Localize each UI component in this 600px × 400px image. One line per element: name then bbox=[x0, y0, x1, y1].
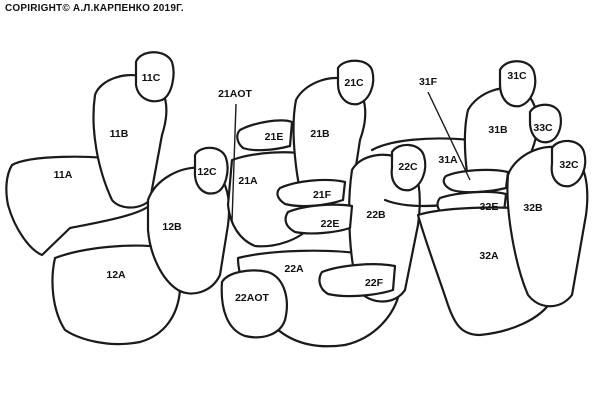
seat-21-headrest bbox=[336, 59, 375, 106]
label-22F: 22F bbox=[365, 277, 384, 289]
seat-31-armrest-a bbox=[442, 168, 510, 194]
seat-11-headrest bbox=[134, 51, 175, 103]
label-21F: 21F bbox=[313, 189, 332, 201]
seat-32-headrest bbox=[550, 139, 587, 188]
label-12B: 12B bbox=[162, 221, 182, 233]
seat-33-headrest bbox=[528, 103, 562, 144]
label-21AOT: 21AOT bbox=[218, 88, 252, 100]
label-11C: 11C bbox=[142, 72, 161, 84]
label-31F: 31F bbox=[419, 76, 438, 88]
seat-32 bbox=[416, 139, 589, 337]
seat-22 bbox=[220, 143, 427, 348]
seat-12-cushion bbox=[51, 244, 182, 346]
seat-22-armrest-e bbox=[284, 203, 354, 235]
copyright-notice: COPIRIGHT© А.Л.КАРПЕНКО 2019Г. bbox=[5, 3, 184, 14]
label-22B: 22B bbox=[366, 209, 386, 221]
label-22E: 22E bbox=[321, 218, 340, 230]
seat-22-headrest bbox=[390, 143, 427, 192]
label-32C: 32C bbox=[559, 159, 579, 171]
label-31A: 31A bbox=[438, 154, 458, 166]
label-22A: 22A bbox=[284, 263, 304, 275]
seat-22-armrest-f bbox=[318, 263, 397, 298]
label-31B: 31B bbox=[488, 124, 508, 136]
leader-31F bbox=[427, 91, 471, 181]
seat-12 bbox=[51, 146, 231, 346]
label-21A: 21A bbox=[238, 175, 258, 187]
label-32A: 32A bbox=[479, 250, 499, 262]
seat-12-headrest bbox=[193, 146, 229, 195]
label-21E: 21E bbox=[265, 131, 284, 143]
label-21C: 21C bbox=[344, 77, 364, 89]
seat-11 bbox=[5, 51, 175, 257]
label-12C: 12C bbox=[197, 166, 217, 178]
label-32B: 32B bbox=[523, 202, 543, 214]
label-22AOT: 22AOT bbox=[235, 292, 269, 304]
label-11A: 11A bbox=[54, 169, 73, 181]
seat-22-armrest-ot bbox=[220, 269, 288, 339]
seat-21-armrest-e bbox=[236, 119, 294, 152]
label-11B: 11B bbox=[110, 128, 129, 140]
label-33C: 33C bbox=[533, 122, 553, 134]
leader-21AOT bbox=[231, 103, 237, 223]
label-31C: 31C bbox=[507, 70, 527, 82]
seat-12-backrest bbox=[146, 166, 231, 295]
seat-31-headrest bbox=[498, 60, 537, 108]
label-21B: 21B bbox=[310, 128, 330, 140]
label-32E: 32E bbox=[480, 201, 499, 213]
label-22C: 22C bbox=[398, 161, 418, 173]
label-12A: 12A bbox=[106, 269, 126, 281]
